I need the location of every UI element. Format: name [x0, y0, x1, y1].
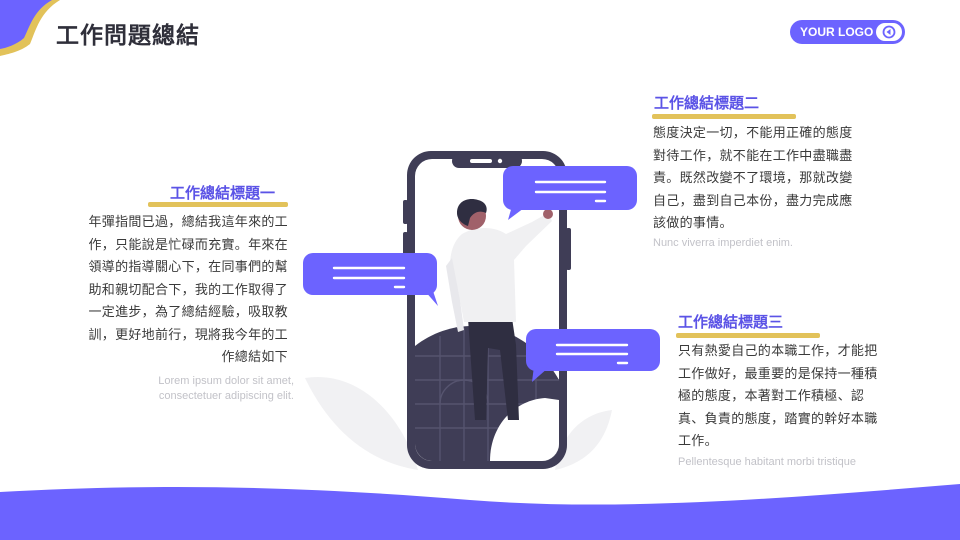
bottom-purple-wave: [0, 484, 960, 540]
person-hand: [543, 209, 553, 219]
chat-bubble-icon-left: [303, 253, 438, 306]
section-body-1: 年彈指間已過，總結我這年來的工作，只能說是忙碌而充實。年來在領導的指導關心下，在…: [88, 215, 288, 365]
chat-bubble-icon-bottom-right: [526, 329, 660, 382]
toggle-circle-icon: [876, 23, 902, 41]
top-left-purple-swoosh: [0, 0, 52, 49]
phone-camera: [497, 158, 503, 164]
section-subtext-3: Pellentesque habitant morbi tristique: [678, 456, 856, 468]
logo-badge: YOUR LOGO: [790, 20, 905, 44]
leaf-decoration-left: [305, 376, 418, 470]
section-heading-2: 工作總結標題二: [654, 94, 760, 112]
section-underline-2: [652, 114, 796, 119]
phone-side-button-right: [566, 228, 571, 270]
phone-screen-white-arc: [490, 398, 559, 461]
leaf-decoration-right: [555, 410, 612, 470]
section-heading-1: 工作總結標題一: [170, 184, 276, 202]
section-heading-3: 工作總結標題三: [678, 313, 784, 331]
chat-bubble-icon-top-right: [503, 166, 637, 220]
person-arm-left: [446, 258, 464, 332]
section-subtext-1: Lorem ipsum dolor sit amet, consectetuer…: [120, 374, 294, 404]
phone-speaker: [470, 159, 492, 163]
phone-side-button-left: [403, 200, 408, 224]
section-subtext-2: Nunc viverra imperdiet enim.: [653, 237, 793, 249]
person-legs: [468, 318, 519, 420]
section-underline-1: [148, 202, 288, 207]
page-title: 工作問題總結: [56, 23, 200, 49]
logo-text: YOUR LOGO: [800, 25, 874, 39]
section-body-3: 只有熱愛自己的本職工作，才能把工作做好，最重要的是保持一種積極的態度，本著對工作…: [678, 344, 878, 449]
person-body: [450, 213, 552, 322]
section-subtext-1-line-2: consectetuer adipiscing elit.: [158, 390, 294, 402]
person-hair: [457, 199, 487, 226]
section-body-2: 態度決定一切，不能用正確的態度對待工作，就不能在工作中盡職盡責。既然改變不了環境…: [653, 126, 853, 231]
section-underline-3: [676, 333, 820, 338]
section-subtext-1-line-1: Lorem ipsum dolor sit amet,: [158, 375, 294, 387]
